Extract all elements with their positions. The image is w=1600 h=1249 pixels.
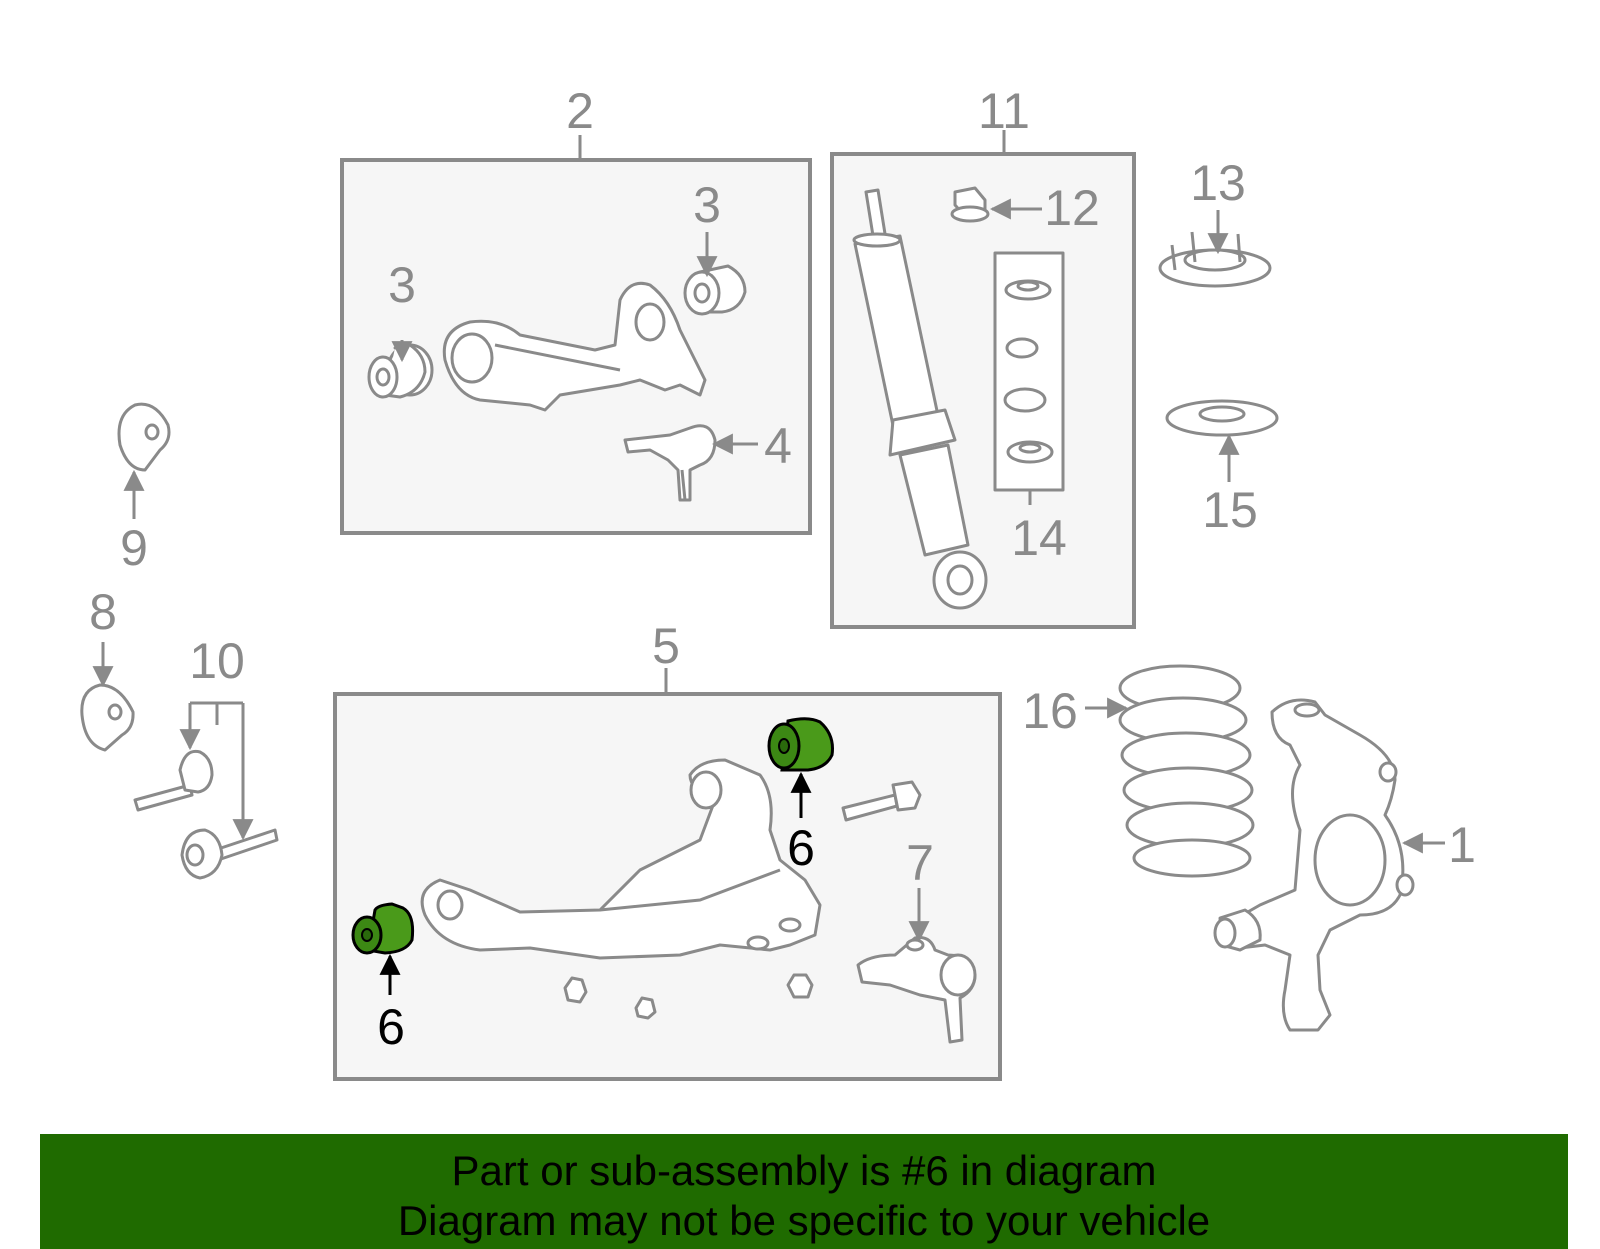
- info-banner: Part or sub-assembly is #6 in diagram Di…: [40, 1134, 1568, 1249]
- callout-7[interactable]: 7: [906, 835, 934, 891]
- nut-c: [786, 973, 814, 999]
- lower-bushing-front[interactable]: [351, 902, 415, 955]
- callout-11[interactable]: 11: [978, 83, 1030, 139]
- spring-seat: [1165, 399, 1279, 437]
- callout-16[interactable]: 16: [1022, 683, 1078, 739]
- callout-8[interactable]: 8: [89, 584, 117, 640]
- strut-mount: [1158, 231, 1272, 288]
- lower-control-arm: [420, 758, 822, 960]
- callout-1[interactable]: 1: [1448, 817, 1476, 873]
- upper-bushing-left: [367, 343, 434, 399]
- lower-control-arm-group: [333, 668, 1002, 1081]
- callout-3-right[interactable]: 3: [693, 177, 721, 233]
- shock-absorber: [852, 188, 988, 610]
- shock-group: [830, 130, 1136, 629]
- callout-4[interactable]: 4: [764, 418, 792, 474]
- banner-line-2: Diagram may not be specific to your vehi…: [397, 1197, 1211, 1244]
- callout-14[interactable]: 14: [1011, 510, 1067, 566]
- callout-5[interactable]: 5: [652, 618, 680, 674]
- callout-13[interactable]: 13: [1190, 155, 1246, 211]
- callout-9[interactable]: 9: [120, 520, 148, 576]
- callout-2[interactable]: 2: [566, 83, 594, 139]
- nut-a: [563, 976, 588, 1004]
- upper-bushing-right: [683, 264, 747, 316]
- nut-b: [634, 996, 657, 1020]
- lower-ball-joint: [856, 936, 977, 1044]
- callout-12[interactable]: 12: [1044, 180, 1100, 236]
- lower-bushing-rear[interactable]: [767, 717, 834, 772]
- cam-plate-9: [117, 402, 171, 472]
- callout-6-front[interactable]: 6: [377, 999, 405, 1055]
- cam-bolts-10: [133, 701, 279, 880]
- steering-knuckle: [1213, 698, 1415, 1032]
- cam-plate-8: [80, 683, 135, 752]
- callout-15[interactable]: 15: [1202, 482, 1258, 538]
- callout-10[interactable]: 10: [189, 633, 245, 689]
- banner-line-1: Part or sub-assembly is #6 in diagram: [451, 1147, 1157, 1194]
- coil-spring: [1118, 664, 1255, 878]
- shock-nut: [950, 186, 990, 223]
- callout-3-left[interactable]: 3: [388, 257, 416, 313]
- callout-6-rear[interactable]: 6: [787, 820, 815, 876]
- lower-arm-bolt: [841, 780, 922, 822]
- upper-control-arm-group: [340, 135, 812, 535]
